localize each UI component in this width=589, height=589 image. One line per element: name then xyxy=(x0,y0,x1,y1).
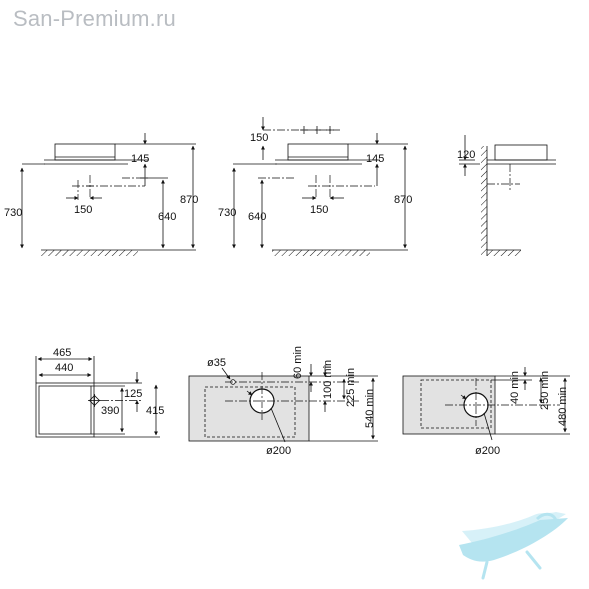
wall-hatch xyxy=(481,146,487,250)
tap-hole-dia: ø35 xyxy=(207,357,226,369)
dim-730: 730 xyxy=(218,207,236,219)
basin-footprint xyxy=(420,379,492,429)
dim-150: 150 xyxy=(310,204,328,216)
countertop-cutout-2: ø200 40 min 250 min 480 min xyxy=(402,367,570,457)
dim-100-min: 100 min xyxy=(322,360,334,399)
dim-440: 440 xyxy=(55,362,73,374)
dim-870: 870 xyxy=(394,194,412,206)
dim-870: 870 xyxy=(180,194,198,206)
basin-inner xyxy=(38,385,92,435)
side-view: 120 xyxy=(457,135,556,256)
floor-hatch xyxy=(272,250,370,256)
dim-150: 150 xyxy=(74,204,92,216)
dim-150-top: 150 xyxy=(250,132,268,144)
drain-symbol xyxy=(88,394,101,407)
dim-540-min: 540 min xyxy=(364,389,376,428)
dim-465: 465 xyxy=(53,347,71,359)
dim-730: 730 xyxy=(4,207,22,219)
dim-40-min: 40 min xyxy=(509,371,521,404)
dim-250-min: 250 min xyxy=(539,371,551,410)
basin-footprint xyxy=(204,386,296,438)
basin-body xyxy=(54,143,116,161)
drain-hole-dia: ø200 xyxy=(266,445,291,457)
dim-60-min: 60 min xyxy=(292,346,304,379)
basin-body xyxy=(494,144,548,161)
dim-120: 120 xyxy=(457,149,475,161)
countertop-cutout-1: ø35 ø200 60 min 100 min 225 min 540 min xyxy=(188,346,378,457)
dim-145: 145 xyxy=(366,153,384,165)
basin-body xyxy=(287,143,349,161)
countertop-plate xyxy=(188,375,310,442)
front-elevation-2: 150 150 145 730 640 870 xyxy=(218,117,412,256)
dim-640: 640 xyxy=(158,211,176,223)
wall-tap-marks xyxy=(300,126,334,134)
dim-390: 390 xyxy=(101,405,119,417)
dim-415: 415 xyxy=(146,405,164,417)
dim-640: 640 xyxy=(248,211,266,223)
dim-125: 125 xyxy=(124,388,142,400)
site-watermark: San-Premium.ru xyxy=(13,6,176,31)
dim-225-min: 225 min xyxy=(345,368,357,407)
basin-outer xyxy=(35,382,95,438)
front-elevation-1: 150 145 730 640 870 xyxy=(4,133,198,256)
basin-plan-view: 465 440 125 390 415 xyxy=(35,347,164,438)
dim-480-min: 480 min xyxy=(557,387,569,426)
dim-145: 145 xyxy=(131,153,149,165)
bathtub-logo xyxy=(459,512,568,580)
floor-hatch xyxy=(41,250,138,256)
drain-hole-dia: ø200 xyxy=(475,445,500,457)
